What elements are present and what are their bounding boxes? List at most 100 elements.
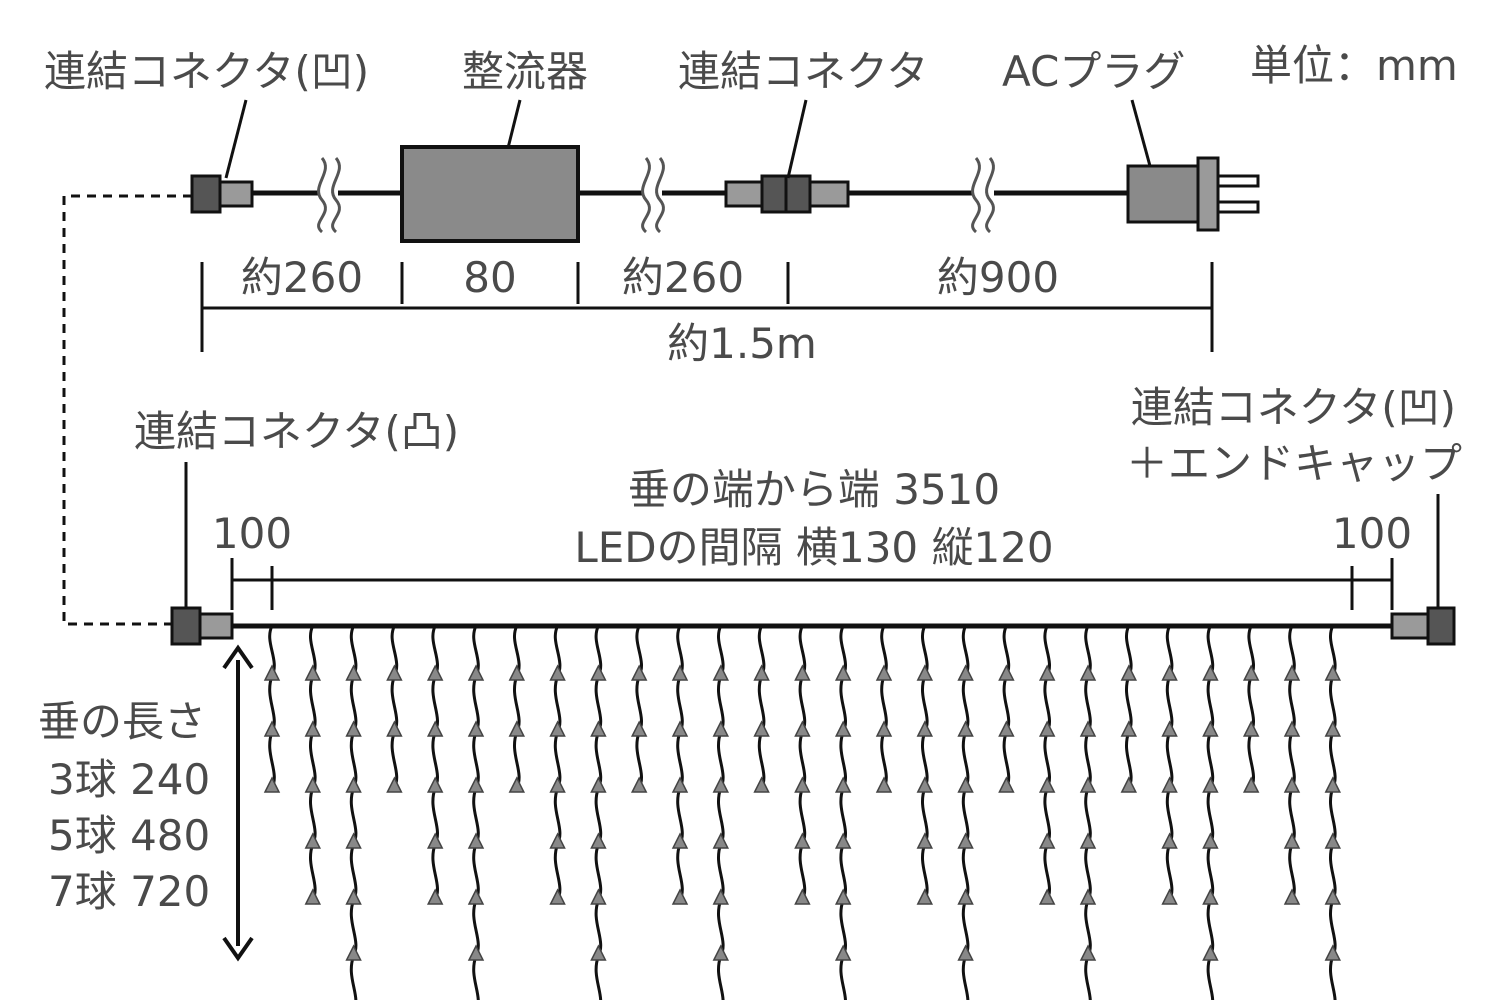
led-bulb [590,944,607,961]
drop-wire [1124,625,1133,789]
led-bulb [834,888,852,905]
led-bulb [345,944,362,961]
led-bulb [426,664,444,681]
drop-wire [1247,625,1255,789]
led-bulb [753,776,770,793]
led-bulb [630,664,648,681]
female-connector-label: 連結コネクタ(凹) [44,47,369,96]
rectifier-box [400,145,580,243]
led-bulb [590,888,607,905]
icicle-drop [467,625,485,1000]
led-bulb [508,720,526,737]
leader-line [506,99,522,149]
led-bulb [426,888,444,905]
led-bulb [1242,776,1260,793]
icicle-drop [1161,625,1178,905]
drop-length-row-3: 3球 240 [48,755,210,804]
led-bulb [304,664,322,681]
led-bulb [1283,720,1301,737]
led-bulb [794,720,811,737]
led-bulb [467,664,485,681]
cord-break-mark [641,157,665,234]
led-bulb [834,720,852,737]
icicle-light-string [170,462,1456,1000]
led-bulb [1079,944,1097,961]
drop-wire [716,625,725,1000]
led-bulb [630,776,648,793]
led-bulb [957,720,974,737]
drop-wire [1206,625,1215,1000]
icicle-drop [263,625,281,793]
led-bulb [590,832,607,849]
drop-length-title: 垂の長さ [38,697,206,746]
led-bulb [263,664,281,681]
led-bulb [1038,832,1056,849]
led-bulb [957,832,974,849]
icicle-drop [508,625,526,793]
led-bulb [386,720,403,737]
led-bulb [1161,888,1178,905]
end-cap-label: ＋エンドキャップ [1126,439,1462,488]
drop-wire [349,625,358,1000]
drop-wire [635,625,643,789]
dimension-seg2: 80 [463,253,516,302]
led-bulb [1079,888,1097,905]
led-bulb [916,888,934,905]
led-bulb [916,832,934,849]
led-bulb [998,720,1015,737]
unit-label: 単位：mm [1250,41,1458,90]
led-bulb [712,664,730,681]
led-bulb [916,664,934,681]
icicle-drop [345,625,362,1000]
led-bulb [1120,664,1138,681]
led-bulb [549,888,566,905]
span-dimension-lines [230,558,1394,610]
led-bulb [1242,664,1260,681]
drop-wire [512,625,521,789]
dimension-seg4: 約900 [937,253,1059,302]
led-bulb [549,664,566,681]
led-bulb [263,720,281,737]
icicle-drop [753,625,770,793]
dimension-seg3: 約260 [622,253,744,302]
led-bulb [875,776,893,793]
icicle-drop [549,625,566,905]
led-bulb [1283,664,1301,681]
ac-plug [1126,156,1260,232]
icicle-drop [1079,625,1097,1000]
led-bulb [875,664,893,681]
led-bulb [467,832,485,849]
icicle-drops [263,625,1342,1000]
led-bulb [1283,888,1301,905]
led-bulb [875,720,893,737]
led-bulb [957,888,974,905]
led-bulb [345,832,362,849]
led-bulb [304,832,322,849]
icicle-drop [712,625,730,1000]
led-bulb [467,944,485,961]
led-bulb [304,720,322,737]
icicle-drop [590,625,607,1000]
led-bulb [345,664,362,681]
led-bulb [834,664,852,681]
led-bulb [671,720,689,737]
led-bulb [712,720,730,737]
cord-break-mark [317,157,341,234]
led-bulb [1324,888,1342,905]
icicle-drop [304,625,322,905]
drop-wire [594,625,603,1000]
led-bulb [794,832,811,849]
icicle-drop [630,625,648,793]
led-bulb [1079,832,1097,849]
icicle-drop [916,625,934,905]
drop-wire [880,625,888,789]
led-bulb [549,720,566,737]
led-bulb [753,720,770,737]
edge-left-label: 100 [212,509,292,558]
drop-wire [839,625,847,1000]
led-bulb [508,664,526,681]
middle-connector [724,174,850,214]
led-bulb [1079,776,1097,793]
power-cord-assembly [190,99,1260,352]
